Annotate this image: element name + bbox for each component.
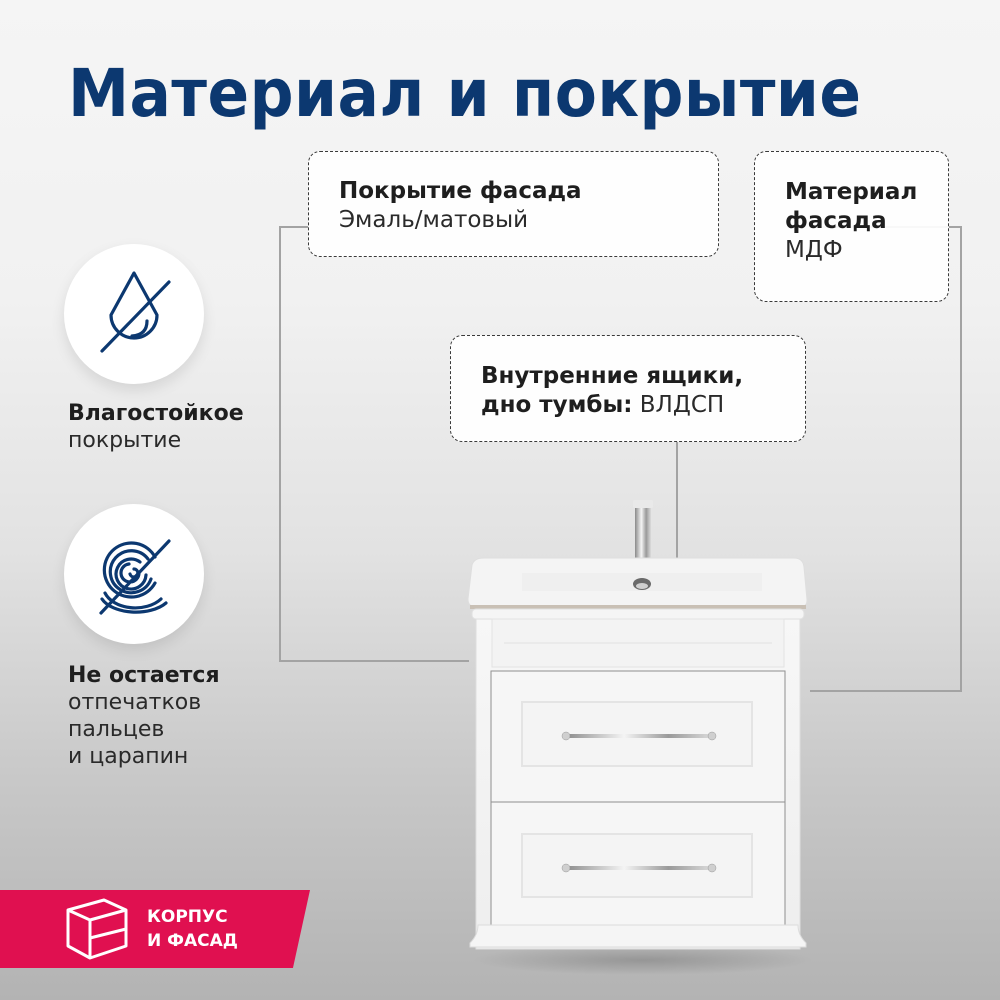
badge-text: КОРПУС И ФАСАД [147,905,238,953]
feature-line: и царапин [68,744,189,769]
badge-line1: КОРПУС [147,907,228,927]
connector-center [676,442,678,562]
box-icon [66,898,128,960]
callout-label: Покрытие фасада [339,178,582,204]
page-title: Материал и покрытие [68,55,862,132]
feature-line: покрытие [68,428,182,453]
feature-title: Не остается [68,663,220,688]
connector-left [279,226,309,662]
callout-value: Эмаль/матовый [339,207,529,233]
feature-line: отпечатков [68,690,202,715]
callout-label-line2: дно тумбы: [481,392,633,418]
callout-value: МДФ [785,237,843,263]
connector-left-bottom [279,660,469,662]
no-water-drop-icon [100,271,171,353]
vanity-product-image [467,500,808,950]
feature-fingerprint-icon-circle [64,504,204,644]
callout-label-line1: Внутренние ящики, [481,363,744,389]
callout-facade-coating: Покрытие фасада Эмаль/матовый [308,151,719,257]
callout-value: ВЛДСП [639,392,725,418]
feature-moisture-icon-circle [64,244,204,384]
callout-label-line2: фасада [785,208,887,234]
no-fingerprint-icon [99,539,171,615]
feature-moisture-text: Влагостойкое покрытие [68,400,244,454]
feature-fingerprint-text: Не остается отпечатков пальцев и царапин [68,662,220,770]
feature-title: Влагостойкое [68,401,244,426]
floor-shadow [470,945,815,975]
callout-inner-drawers: Внутренние ящики, дно тумбы: ВЛДСП [450,335,806,442]
section-badge [0,890,310,968]
callout-facade-material: Материал фасада МДФ [754,151,949,302]
callout-label-line1: Материал [785,179,918,205]
feature-line: пальцев [68,717,165,742]
badge-line2: И ФАСАД [147,931,238,951]
